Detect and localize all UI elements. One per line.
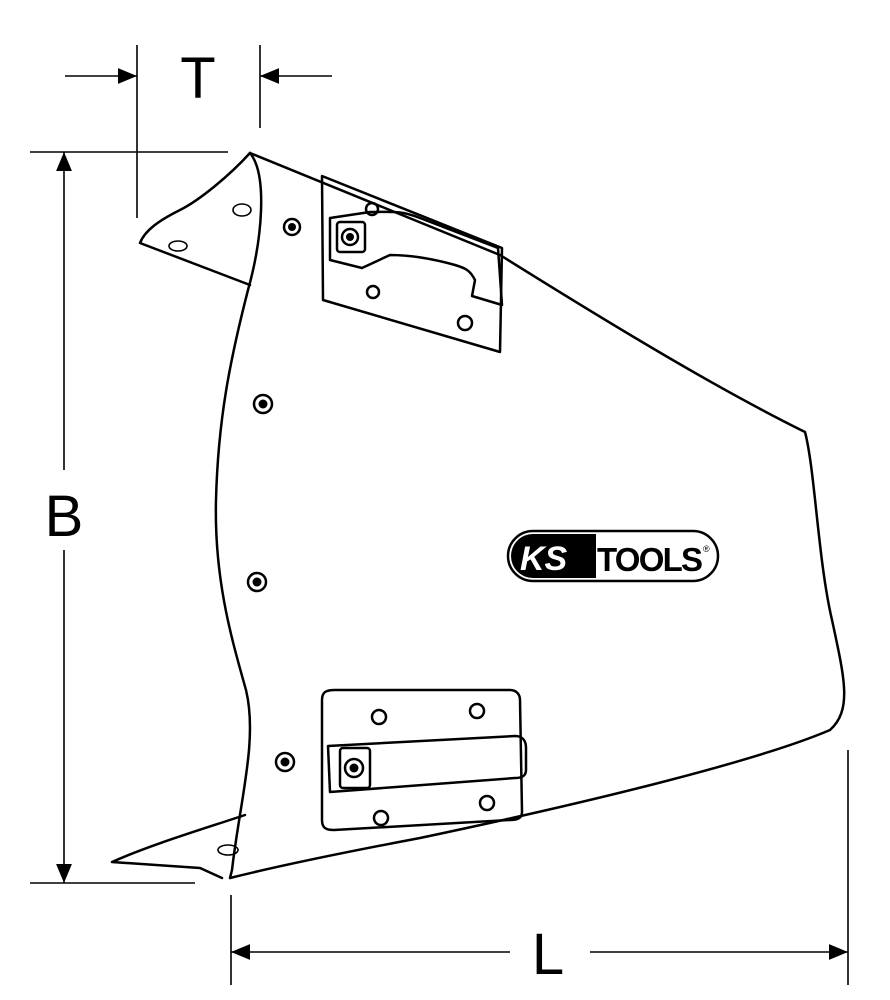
svg-text:KS: KS: [520, 540, 568, 578]
svg-text:®: ®: [703, 544, 710, 554]
dimension-b: B: [30, 151, 228, 884]
dimension-t-label: T: [180, 46, 215, 111]
rivet-icon: [246, 217, 302, 773]
dimension-l: L: [230, 750, 849, 987]
bottom-holder-bracket: [320, 688, 528, 832]
top-holder-bracket: [320, 174, 504, 354]
dimension-b-label: B: [45, 484, 84, 549]
ks-tools-logo: KS TOOLS ®: [506, 529, 720, 583]
apron-body: [110, 151, 846, 880]
svg-text:TOOLS: TOOLS: [597, 541, 703, 578]
dimension-l-label: L: [532, 922, 564, 987]
dimension-t: T: [65, 45, 332, 218]
